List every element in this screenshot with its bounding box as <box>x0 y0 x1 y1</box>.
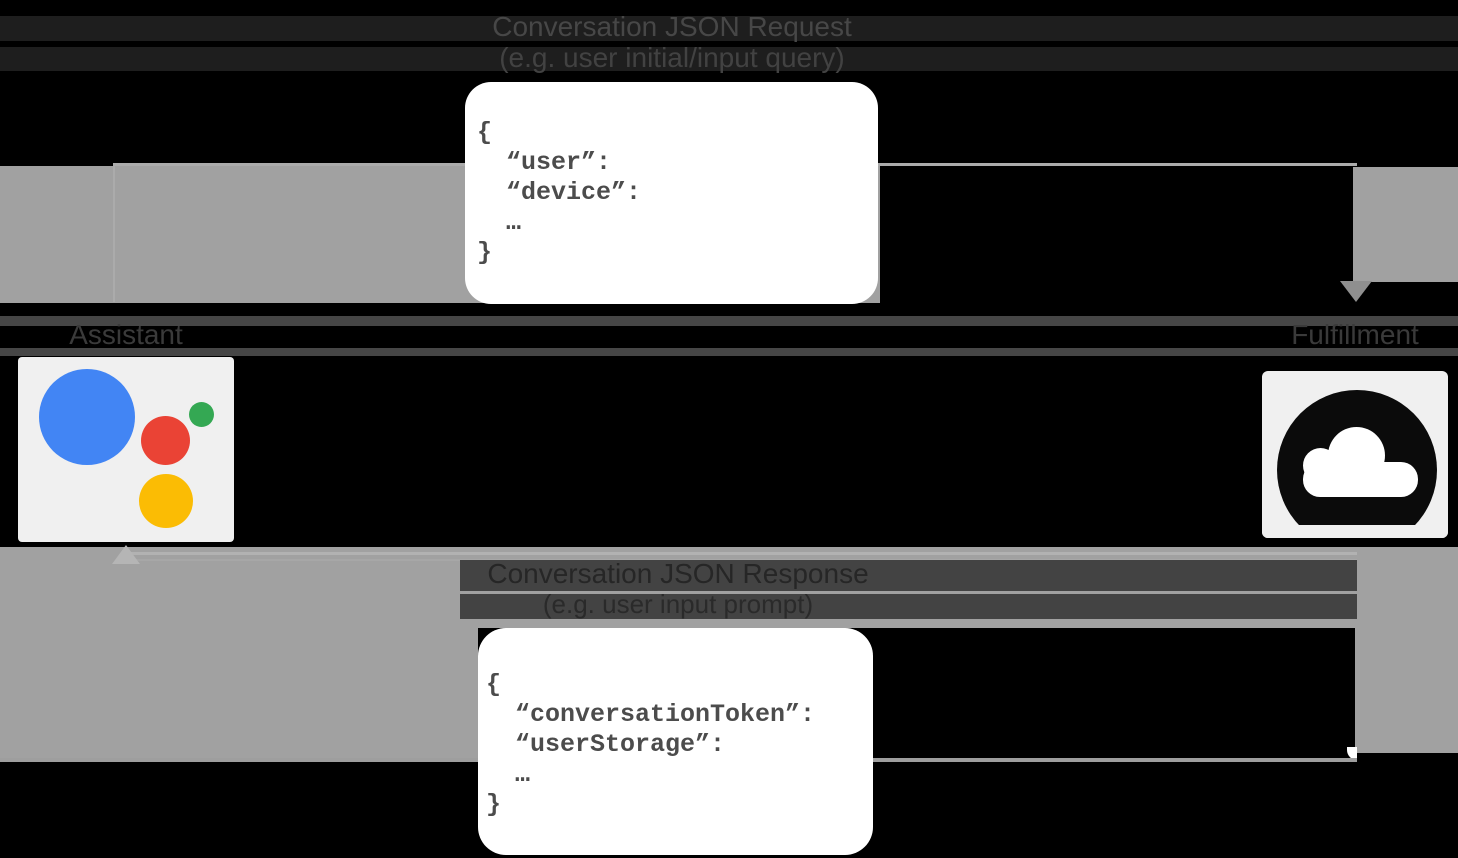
smear-stripe <box>0 47 1458 71</box>
response-arrow-band-right <box>1355 547 1458 753</box>
response-title-line1: Conversation JSON Response <box>487 558 869 589</box>
response-arrowhead-up-icon <box>112 545 140 564</box>
fulfillment-card <box>1262 371 1448 538</box>
code-line: “user”: <box>506 148 612 177</box>
smear-stripe <box>460 594 1357 619</box>
response-title-line2: (e.g. user input prompt) <box>542 589 814 619</box>
response-arrow-line <box>128 552 1357 555</box>
google-assistant-icon <box>18 357 234 542</box>
assistant-green-circle <box>189 402 214 427</box>
request-json-box: { “user”: “device”: … } <box>465 82 878 304</box>
request-arrowhead-down-icon <box>1340 281 1372 302</box>
cloud-icon-cloud-bump <box>1303 448 1338 483</box>
smear-stripe <box>0 316 1458 326</box>
response-json-box: { “conversationToken”: “userStorage”: … … <box>478 628 873 855</box>
assistant-card <box>18 357 234 542</box>
smear-stripe <box>0 16 1458 41</box>
code-line: “device”: <box>506 178 642 207</box>
code-line: } <box>477 238 493 267</box>
response-arrow-band-left <box>0 628 478 758</box>
code-line: … <box>515 760 531 789</box>
request-title-line1: Conversation JSON Request <box>492 11 852 42</box>
assistant-blue-circle <box>39 369 135 465</box>
code-line: “conversationToken”: <box>515 700 816 729</box>
assistant-red-circle <box>141 416 190 465</box>
response-arrow-notch <box>1347 747 1357 760</box>
fulfillment-label: Fulfillment <box>1291 319 1419 350</box>
cloud-icon <box>1262 371 1448 538</box>
request-arrow-band-right <box>1353 167 1458 282</box>
code-line: { <box>486 670 502 699</box>
cloud-icon-base-cut <box>1262 525 1448 538</box>
code-line: { <box>477 118 493 147</box>
smear-stripe <box>460 560 1357 591</box>
code-line: } <box>486 790 502 819</box>
assistant-yellow-circle <box>139 474 193 528</box>
request-arrow-line-vertical <box>113 166 115 302</box>
code-line: “userStorage”: <box>515 730 726 759</box>
code-line: … <box>506 208 522 237</box>
request-title-line2: (e.g. user initial/input query) <box>499 42 845 73</box>
smear-stripe <box>0 348 1458 356</box>
assistant-label: Assistant <box>69 319 183 350</box>
cloud-icon-cloud-bump <box>1328 427 1385 484</box>
